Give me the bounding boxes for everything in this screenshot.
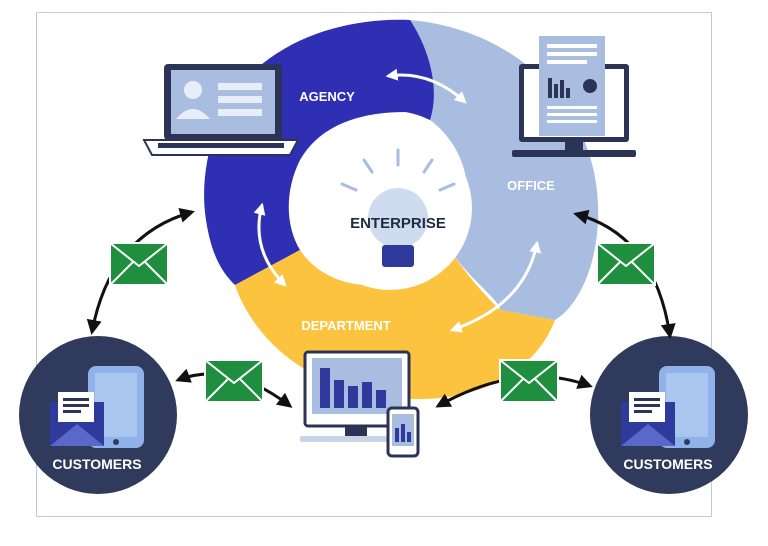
center-label: ENTERPRISE [350,215,446,232]
department-label: DEPARTMENT [301,318,390,333]
desktop-chart-icon [300,350,420,458]
phone-mail-icon-left [50,366,144,448]
customers-right-label: CUSTOMERS [623,456,712,472]
customers-right: CUSTOMERS [590,336,748,494]
customers-left: CUSTOMERS [19,336,177,494]
laptop-profile-icon [142,64,300,156]
office-label: OFFICE [507,178,555,193]
diagram-frame [36,12,712,517]
envelope-icon [204,359,264,403]
cycle-arrows [253,68,542,333]
customers-left-label: CUSTOMERS [52,456,141,472]
phone-mail-icon-right [621,366,715,448]
envelope-icon [109,242,169,286]
lightbulb-icon [340,148,456,267]
envelope-icon [499,359,559,403]
agency-label: AGENCY [299,89,355,104]
monitor-report-icon [512,36,636,157]
envelope-icon [596,242,656,286]
